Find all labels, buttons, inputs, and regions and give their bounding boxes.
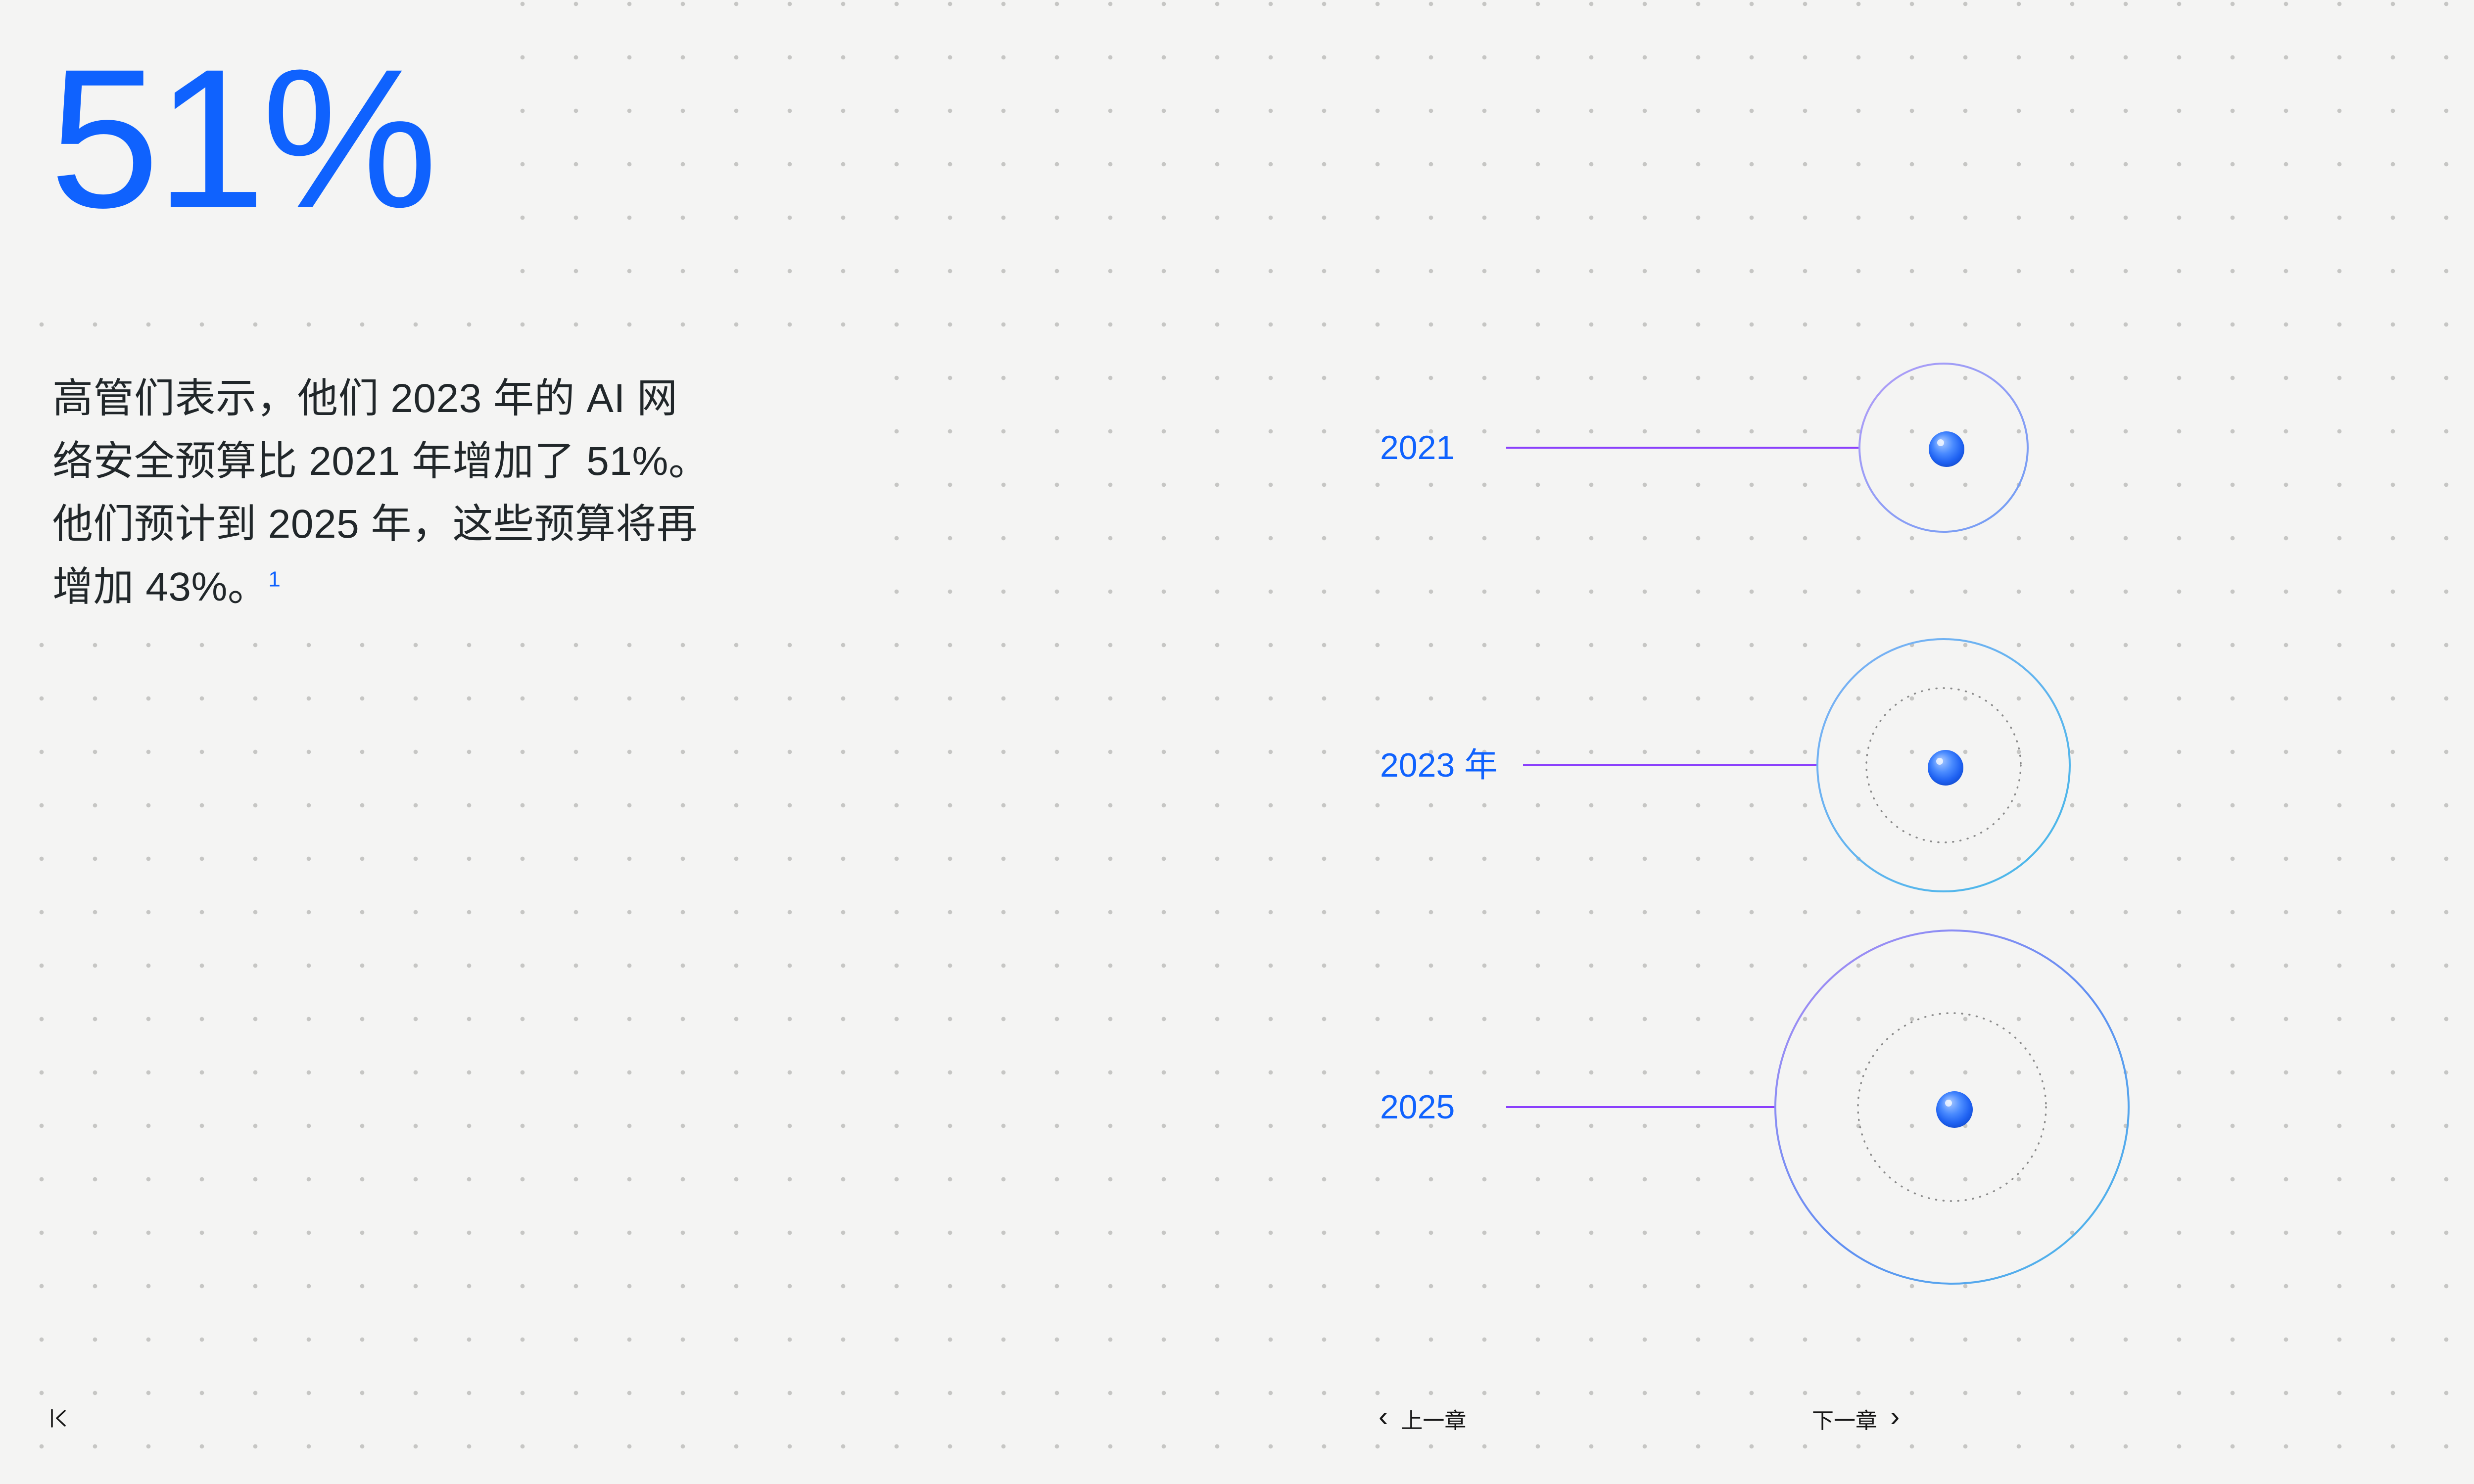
sphere-highlight [1937, 439, 1944, 446]
body-text: 高管们表示，他们 2023 年的 AI 网 络安全预算比 2021 年增加了 5… [52, 367, 709, 618]
next-chapter-label: 下一章 [1812, 1409, 1877, 1433]
bubble-ring-2025 [1774, 929, 2130, 1285]
bubble-ring-2023 [1816, 638, 2071, 892]
footnote-marker[interactable]: 1 [268, 567, 281, 592]
chevron-left-icon: ‹ [1379, 1400, 1388, 1433]
first-page-button[interactable] [47, 1405, 74, 1432]
stat-headline: 51% [49, 28, 438, 249]
bubble-group-2023: 2023 年 [1380, 638, 2071, 892]
bubble-label-2025: 2025 [1380, 1088, 1455, 1126]
body-line: 他们预计到 2025 年，这些预算将再 [52, 502, 698, 547]
body-background-mask [30, 351, 871, 633]
bubble-ring-2021 [1858, 363, 2029, 533]
data-point-sphere-2021 [1929, 431, 1964, 467]
data-point-sphere-2025 [1936, 1091, 1973, 1128]
sphere-highlight [1936, 758, 1943, 765]
bubble-inner-dotted-2025 [1857, 1012, 2047, 1202]
body-line-text: 增加 43%。 [52, 564, 269, 610]
bubble-group-2025: 2025 [1380, 929, 2130, 1285]
prev-chapter-label: 上一章 [1401, 1409, 1467, 1433]
bubble-label-2021: 2021 [1380, 429, 1455, 466]
body-line: 增加 43%。1 [52, 556, 709, 618]
bubble-inner-dotted-2023 [1865, 687, 2022, 843]
title-background-mask [0, 0, 475, 292]
next-chapter-button[interactable]: 下一章 › [1812, 1400, 1900, 1435]
prev-chapter-button[interactable]: ‹ 上一章 [1379, 1400, 1467, 1435]
skip-to-start-icon [51, 1409, 66, 1428]
bubble-label-2023: 2023 年 [1380, 746, 1498, 784]
data-point-sphere-2023 [1928, 750, 1963, 786]
chevron-right-icon: › [1890, 1400, 1900, 1433]
sphere-highlight [1945, 1100, 1952, 1107]
bubble-group-2021: 2021 [1380, 363, 2029, 533]
body-line: 高管们表示，他们 2023 年的 AI 网 [52, 376, 678, 421]
body-line: 络安全预算比 2021 年增加了 51%。 [52, 439, 710, 484]
